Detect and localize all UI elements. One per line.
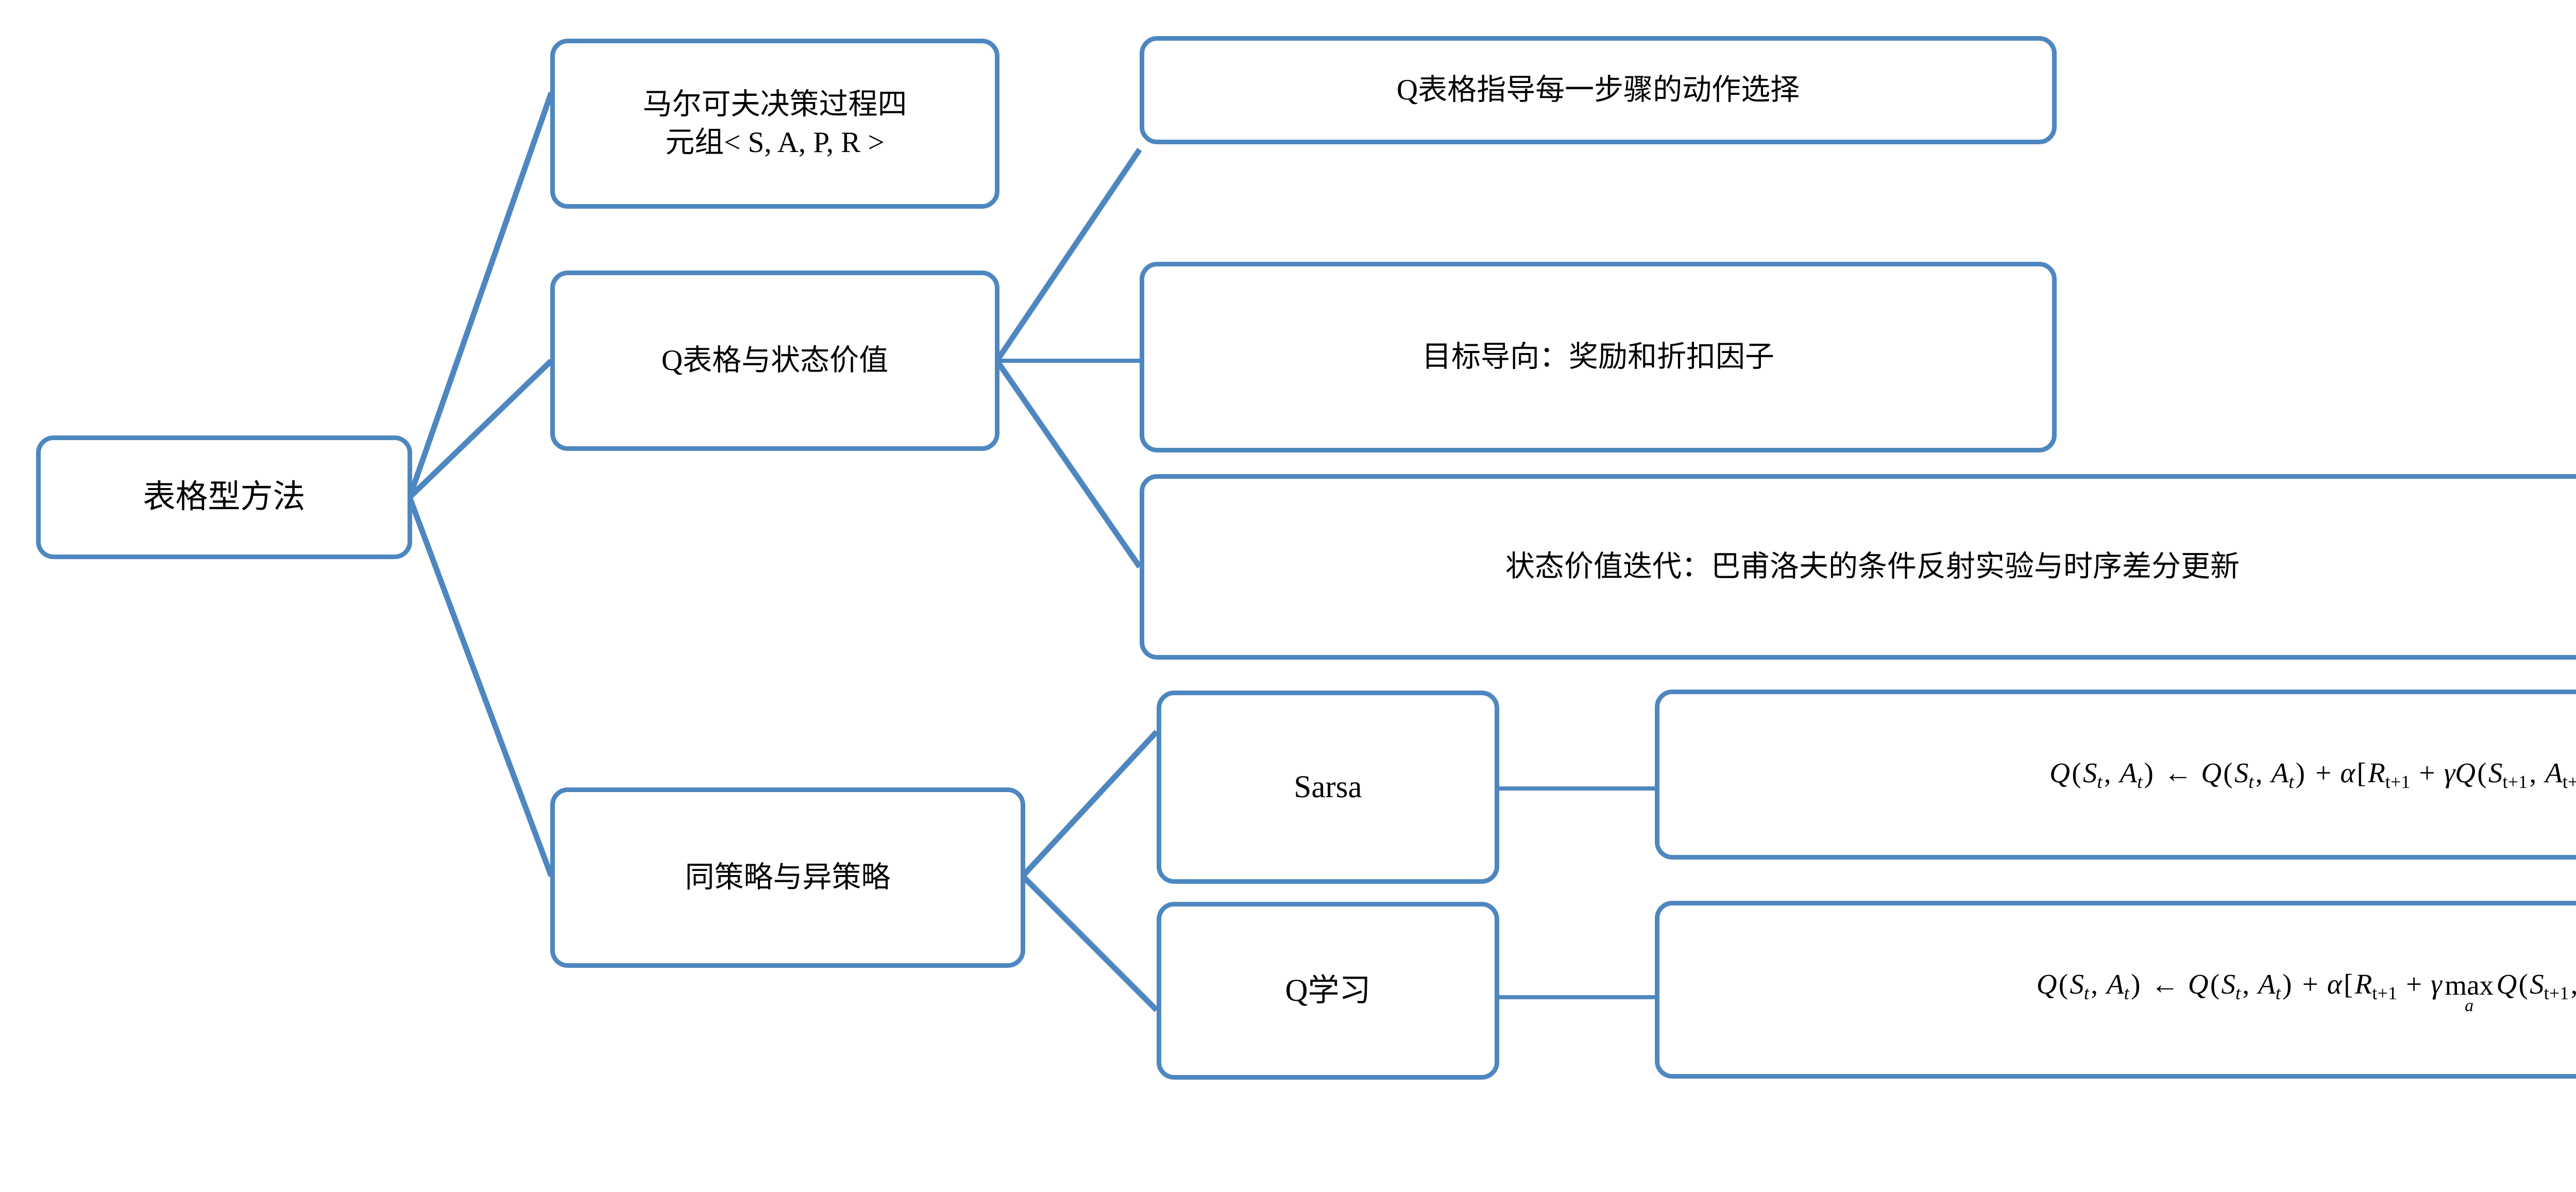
edge-policy-to-sarsa: [1020, 730, 1159, 878]
node-mdp[interactable]: 马尔可夫决策过程四 元组< S, A, P, R >: [550, 39, 999, 209]
edge-policy-to-qlearning: [1021, 874, 1159, 1012]
node-qtable-label: Q表格与状态价值: [661, 344, 889, 377]
edge-qtable-to-action-select: [994, 147, 1142, 363]
node-leaf-goal-label: 目标导向：奖励和折扣因子: [1422, 340, 1774, 373]
node-policy-label: 同策略与异策略: [685, 861, 891, 894]
node-policy[interactable]: 同策略与异策略: [550, 787, 1025, 968]
node-sarsa-formula-expression: Q(St, At) ← Q(St, At) + α[Rt+1 + γQ(St+1…: [2049, 757, 2576, 793]
edge-qtable-to-value-iter: [994, 359, 1142, 569]
node-sarsa[interactable]: Sarsa: [1157, 691, 1499, 884]
node-leaf-action-select-label: Q表格指导每一步骤的动作选择: [1396, 73, 1800, 106]
edge-root-to-qtable: [408, 359, 553, 499]
edge-root-to-policy: [406, 496, 554, 877]
node-qlearning[interactable]: Q学习: [1157, 902, 1499, 1080]
node-sarsa-formula[interactable]: Q(St, At) ← Q(St, At) + α[Rt+1 + γQ(St+1…: [1655, 690, 2576, 860]
node-root[interactable]: 表格型方法: [36, 435, 412, 559]
node-qlearning-label: Q学习: [1285, 973, 1371, 1008]
node-root-label: 表格型方法: [143, 479, 306, 515]
node-qtable[interactable]: Q表格与状态价值: [550, 271, 999, 451]
node-leaf-value-iter[interactable]: 状态价值迭代：巴甫洛夫的条件反射实验与时序差分更新: [1140, 474, 2576, 660]
node-mdp-label: 马尔可夫决策过程四 元组< S, A, P, R >: [642, 88, 907, 159]
node-sarsa-label: Sarsa: [1294, 769, 1362, 804]
node-leaf-action-select[interactable]: Q表格指导每一步骤的动作选择: [1140, 36, 2057, 144]
edge-root-to-mdp: [406, 92, 554, 498]
node-leaf-goal[interactable]: 目标导向：奖励和折扣因子: [1140, 262, 2057, 452]
node-leaf-value-iter-label: 状态价值迭代：巴甫洛夫的条件反射实验与时序差分更新: [1505, 550, 2240, 583]
